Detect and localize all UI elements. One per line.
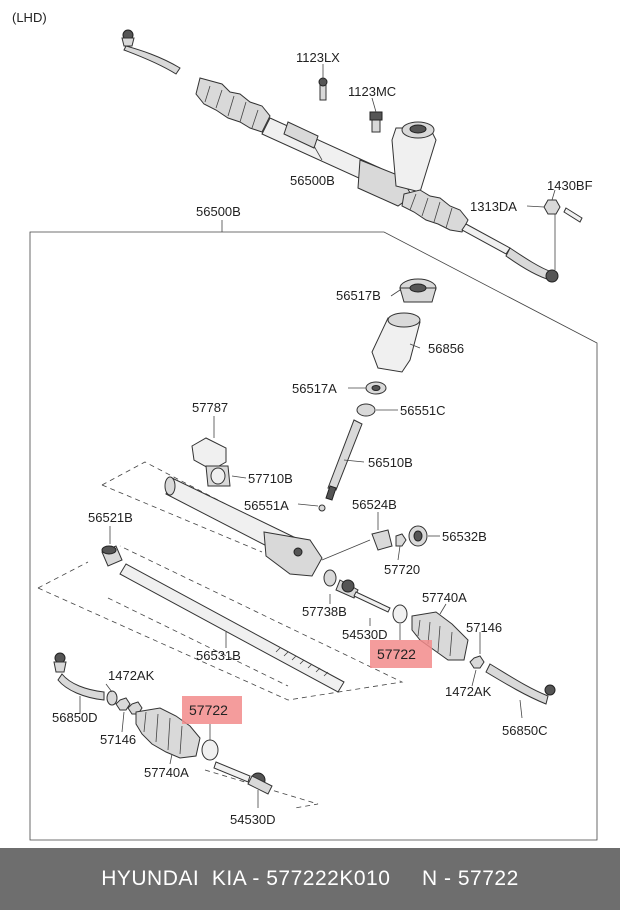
label-56521B: 56521B <box>88 510 133 525</box>
part-number-footer: HYUNDAI KIA - 577222K010 N - 57722 <box>0 848 620 910</box>
label-56524B: 56524B <box>352 497 397 512</box>
label-56850C: 56850C <box>502 723 548 738</box>
label-57740A-left: 57740A <box>144 765 189 780</box>
highlight-57722-left: 57722 <box>182 696 242 724</box>
label-54530D-right: 54530D <box>342 627 388 642</box>
label-1123LX: 1123LX <box>296 50 340 65</box>
label-57722-right: 57722 <box>377 646 416 662</box>
rack-bar-drawing <box>119 563 345 693</box>
label-56850D: 56850D <box>52 710 98 725</box>
label-1472AK-left: 1472AK <box>108 668 155 683</box>
steering-gear-assembly-drawing <box>121 29 583 283</box>
right-inner-tie-rod-drawing <box>323 569 556 705</box>
parts-diagram: (LHD) 1 <box>12 10 598 841</box>
label-56517A: 56517A <box>292 381 337 396</box>
footer-text: HYUNDAI KIA - 577222K010 N - 57722 <box>101 867 519 890</box>
label-56531B: 56531B <box>196 648 241 663</box>
exploded-view-frame <box>29 231 598 841</box>
label-56517B: 56517B <box>336 288 381 303</box>
label-57146-left: 57146 <box>100 732 136 747</box>
label-56551C: 56551C <box>400 403 446 418</box>
label-1313DA: 1313DA <box>470 199 517 214</box>
label-1123MC: 1123MC <box>348 84 396 99</box>
label-1472AK-right: 1472AK <box>445 684 492 699</box>
label-57710B: 57710B <box>248 471 293 486</box>
variant-label: (LHD) <box>12 10 47 25</box>
adjuster-parts-drawing <box>371 525 428 551</box>
label-54530D-left: 54530D <box>230 812 276 827</box>
label-57738B: 57738B <box>302 604 347 619</box>
label-56532B: 56532B <box>442 529 487 544</box>
label-57146-right: 57146 <box>466 620 502 635</box>
label-56510B: 56510B <box>368 455 413 470</box>
label-57720: 57720 <box>384 562 420 577</box>
highlight-57722-right: 57722 <box>370 640 432 668</box>
label-57740A-right: 57740A <box>422 590 467 605</box>
label-56500B-top: 56500B <box>290 173 335 188</box>
label-56551A: 56551A <box>244 498 289 513</box>
left-boot-inner-rod-drawing <box>135 707 273 795</box>
rack-housing-drawing <box>164 476 323 577</box>
label-57722-left: 57722 <box>189 702 228 718</box>
label-56500B-frame: 56500B <box>196 204 241 219</box>
left-tie-rod-end-drawing <box>53 652 143 715</box>
label-56856: 56856 <box>428 341 464 356</box>
pinion-parts-drawing <box>318 278 437 512</box>
bushing-drawing <box>101 545 123 567</box>
label-57787: 57787 <box>192 400 228 415</box>
bracket-drawing <box>191 437 231 487</box>
label-1430BF: 1430BF <box>547 178 593 193</box>
